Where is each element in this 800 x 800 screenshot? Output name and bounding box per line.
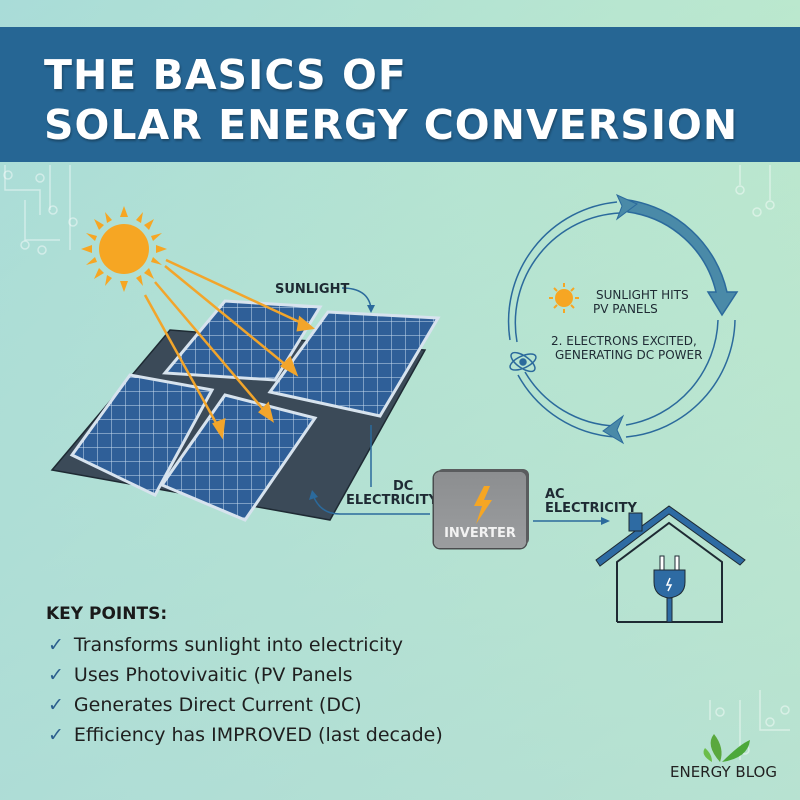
sun-icon xyxy=(81,206,167,292)
sunlight-label: SUNLIGHT xyxy=(275,282,350,297)
lightning-icon xyxy=(474,486,492,524)
check-icon: ✓ xyxy=(48,724,64,746)
house-icon xyxy=(595,505,746,623)
plug-icon xyxy=(653,555,686,623)
key-point-text: Uses Photovivaitic (PV Panels xyxy=(73,664,353,686)
process-cycle xyxy=(507,201,736,438)
sun-rays xyxy=(143,258,315,440)
check-icon: ✓ xyxy=(48,694,64,716)
inverter-label: INVERTER xyxy=(444,526,516,541)
atom-icon xyxy=(509,351,537,373)
dc-label-line2: ELECTRICITY xyxy=(346,493,438,508)
key-point-text: Transforms sunlight into electricity xyxy=(73,634,403,656)
key-point-text: Efficiency has IMPROVED (last decade) xyxy=(73,724,443,746)
check-icon: ✓ xyxy=(48,634,64,656)
inverter-box: INVERTER xyxy=(434,472,526,548)
title-line-1: THE BASICS OF xyxy=(44,51,407,99)
cycle-step2-line2: GENERATING DC POWER xyxy=(555,348,703,362)
key-points-title: KEY POINTS: xyxy=(46,604,168,624)
cycle-step2-line1: 2. ELECTRONS EXCITED, xyxy=(551,334,697,348)
cycle-step1-line2: PV PANELS xyxy=(593,302,658,316)
key-point-item: ✓ Generates Direct Current (DC) xyxy=(48,694,362,716)
dc-label-line1: DC xyxy=(393,479,414,494)
key-point-item: ✓ Transforms sunlight into electricity xyxy=(48,634,403,656)
ac-label-line1: AC xyxy=(545,487,565,502)
brand-name: ENERGY BLOG xyxy=(670,763,777,781)
ac-label-line2: ELECTRICITY xyxy=(545,501,637,516)
cycle-sun-icon xyxy=(549,283,579,313)
solar-panel-array xyxy=(69,299,441,522)
title-line-2: SOLAR ENERGY CONVERSION xyxy=(44,101,739,149)
cycle-step1-line1: SUNLIGHT HITS xyxy=(596,288,689,302)
key-point-item: ✓ Uses Photovivaitic (PV Panels xyxy=(48,664,353,686)
leaf-logo-icon xyxy=(703,734,750,762)
title-band: THE BASICS OF SOLAR ENERGY CONVERSION xyxy=(0,27,800,162)
check-icon: ✓ xyxy=(48,664,64,686)
key-point-text: Generates Direct Current (DC) xyxy=(73,694,362,716)
cycle-arrow xyxy=(627,199,739,317)
key-point-item: ✓ Efficiency has IMPROVED (last decade) xyxy=(48,724,443,746)
